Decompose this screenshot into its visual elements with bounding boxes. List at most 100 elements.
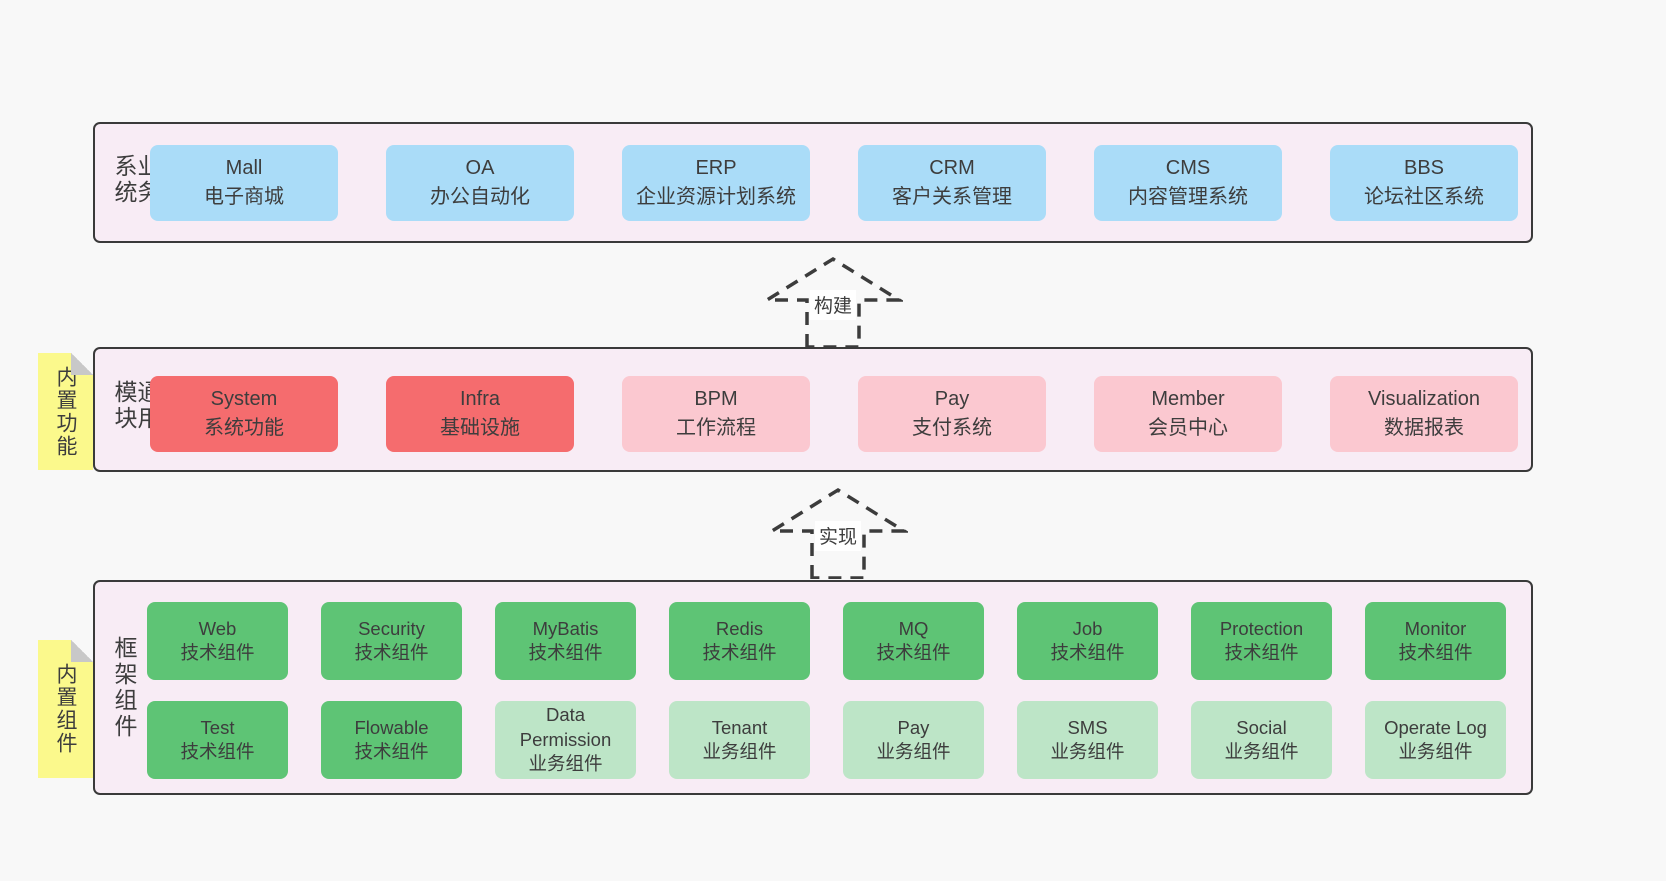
box-subtitle: 办公自动化 bbox=[430, 186, 530, 208]
box-subtitle: 论坛社区系统 bbox=[1364, 186, 1484, 208]
box-subtitle: 电子商城 bbox=[204, 186, 284, 208]
box-subtitle: 技术组件 bbox=[1050, 642, 1125, 663]
box-subtitle: 支付系统 bbox=[912, 417, 992, 439]
box-title: Monitor bbox=[1404, 617, 1467, 639]
box-subtitle: 技术组件 bbox=[180, 642, 255, 663]
box-title: SMS bbox=[1067, 716, 1108, 738]
box-subtitle: 数据报表 bbox=[1384, 417, 1464, 439]
box-erp: ERP 企业资源计划系统 bbox=[622, 145, 810, 221]
box-subtitle: 技术组件 bbox=[1398, 642, 1473, 663]
box-title: Tenant bbox=[711, 716, 768, 738]
sticky-note-builtin-components: 内置组件 bbox=[38, 640, 93, 778]
box-subtitle: 企业资源计划系统 bbox=[636, 186, 796, 208]
tech-components-row: Web 技术组件 Security 技术组件 MyBatis 技术组件 Redi… bbox=[147, 602, 1506, 680]
box-redis: Redis 技术组件 bbox=[669, 602, 810, 680]
box-subtitle: 业务组件 bbox=[1224, 741, 1299, 762]
sticky-fold-icon bbox=[71, 353, 93, 375]
sticky-label-builtin-features: 内置功能 bbox=[54, 365, 77, 458]
box-test: Test 技术组件 bbox=[147, 701, 288, 779]
box-subtitle: 技术组件 bbox=[702, 642, 777, 663]
box-subtitle: 技术组件 bbox=[354, 741, 429, 762]
box-tenant: Tenant 业务组件 bbox=[669, 701, 810, 779]
box-mq: MQ 技术组件 bbox=[843, 602, 984, 680]
box-title: Protection bbox=[1219, 617, 1304, 639]
box-crm: CRM 客户关系管理 bbox=[858, 145, 1046, 221]
box-title: Operate Log bbox=[1384, 716, 1487, 738]
box-subtitle: 客户关系管理 bbox=[892, 186, 1012, 208]
band-framework-components: 框架组件 Web 技术组件 Security 技术组件 MyBatis 技术组件… bbox=[93, 580, 1533, 795]
box-title: MyBatis bbox=[532, 617, 599, 639]
module-boxes-row: System 系统功能 Infra 基础设施 BPM 工作流程 Pay 支付系统… bbox=[150, 376, 1518, 452]
box-title: Web bbox=[198, 617, 237, 639]
box-protection: Protection 技术组件 bbox=[1191, 602, 1332, 680]
box-subtitle: 工作流程 bbox=[676, 417, 756, 439]
box-title: Data Permission bbox=[519, 704, 612, 750]
band-label-framework-components: 框架组件 bbox=[111, 635, 137, 740]
box-title: Job bbox=[1072, 617, 1103, 639]
arrow-build: 构建 bbox=[763, 256, 903, 348]
band-business-systems: 业务系统 Mall 电子商城 OA 办公自动化 ERP 企业资源计划系统 CRM… bbox=[93, 122, 1533, 243]
box-subtitle: 会员中心 bbox=[1148, 417, 1228, 439]
box-operate-log: Operate Log 业务组件 bbox=[1365, 701, 1506, 779]
box-subtitle: 业务组件 bbox=[1398, 741, 1473, 762]
box-title: Pay bbox=[897, 716, 930, 738]
box-system: System 系统功能 bbox=[150, 376, 338, 452]
box-title: CRM bbox=[929, 157, 975, 179]
box-title: CMS bbox=[1165, 157, 1211, 179]
box-sms: SMS 业务组件 bbox=[1017, 701, 1158, 779]
dashed-up-arrow-icon bbox=[768, 487, 908, 579]
box-title: System bbox=[210, 388, 278, 410]
box-title: Infra bbox=[459, 388, 501, 410]
box-title: MQ bbox=[898, 617, 929, 639]
box-mall: Mall 电子商城 bbox=[150, 145, 338, 221]
box-cms: CMS 内容管理系统 bbox=[1094, 145, 1282, 221]
box-title: Social bbox=[1236, 716, 1287, 738]
box-title: ERP bbox=[695, 157, 737, 179]
box-visualization: Visualization 数据报表 bbox=[1330, 376, 1518, 452]
box-oa: OA 办公自动化 bbox=[386, 145, 574, 221]
box-subtitle: 技术组件 bbox=[180, 741, 255, 762]
box-subtitle: 基础设施 bbox=[440, 417, 520, 439]
box-subtitle: 技术组件 bbox=[1224, 642, 1299, 663]
box-infra: Infra 基础设施 bbox=[386, 376, 574, 452]
box-monitor: Monitor 技术组件 bbox=[1365, 602, 1506, 680]
box-subtitle: 系统功能 bbox=[204, 417, 284, 439]
box-pay-component: Pay 业务组件 bbox=[843, 701, 984, 779]
dashed-up-arrow-icon bbox=[763, 256, 903, 348]
box-subtitle: 内容管理系统 bbox=[1128, 186, 1248, 208]
box-title: Test bbox=[200, 716, 235, 738]
box-subtitle: 技术组件 bbox=[876, 642, 951, 663]
sticky-fold-icon bbox=[71, 640, 93, 662]
box-title: Security bbox=[358, 617, 425, 639]
box-title: OA bbox=[465, 157, 495, 179]
box-pay: Pay 支付系统 bbox=[858, 376, 1046, 452]
box-title: Redis bbox=[715, 617, 764, 639]
box-social: Social 业务组件 bbox=[1191, 701, 1332, 779]
box-title: Mall bbox=[225, 157, 263, 179]
box-title: Visualization bbox=[1368, 388, 1480, 410]
box-title: Pay bbox=[934, 388, 970, 410]
box-bpm: BPM 工作流程 bbox=[622, 376, 810, 452]
sticky-label-builtin-components: 内置组件 bbox=[54, 663, 77, 755]
box-subtitle: 技术组件 bbox=[354, 642, 429, 663]
business-components-row: Test 技术组件 Flowable 技术组件 Data Permission … bbox=[147, 701, 1506, 779]
arrow-implement: 实现 bbox=[768, 487, 908, 579]
box-subtitle: 业务组件 bbox=[528, 753, 603, 775]
box-security: Security 技术组件 bbox=[321, 602, 462, 680]
box-title: Member bbox=[1151, 388, 1225, 410]
box-title: BPM bbox=[694, 388, 738, 410]
business-boxes-row: Mall 电子商城 OA 办公自动化 ERP 企业资源计划系统 CRM 客户关系… bbox=[150, 145, 1518, 221]
box-subtitle: 业务组件 bbox=[702, 741, 777, 762]
box-flowable: Flowable 技术组件 bbox=[321, 701, 462, 779]
arrow-build-label: 构建 bbox=[809, 290, 857, 320]
box-member: Member 会员中心 bbox=[1094, 376, 1282, 452]
box-subtitle: 业务组件 bbox=[1050, 741, 1125, 762]
box-data-permission: Data Permission 业务组件 bbox=[495, 701, 636, 779]
box-title: Flowable bbox=[354, 716, 429, 738]
box-job: Job 技术组件 bbox=[1017, 602, 1158, 680]
box-mybatis: MyBatis 技术组件 bbox=[495, 602, 636, 680]
box-subtitle: 业务组件 bbox=[876, 741, 951, 762]
box-subtitle: 技术组件 bbox=[528, 642, 603, 663]
band-common-modules: 通用模块 System 系统功能 Infra 基础设施 BPM 工作流程 Pay… bbox=[93, 347, 1533, 472]
